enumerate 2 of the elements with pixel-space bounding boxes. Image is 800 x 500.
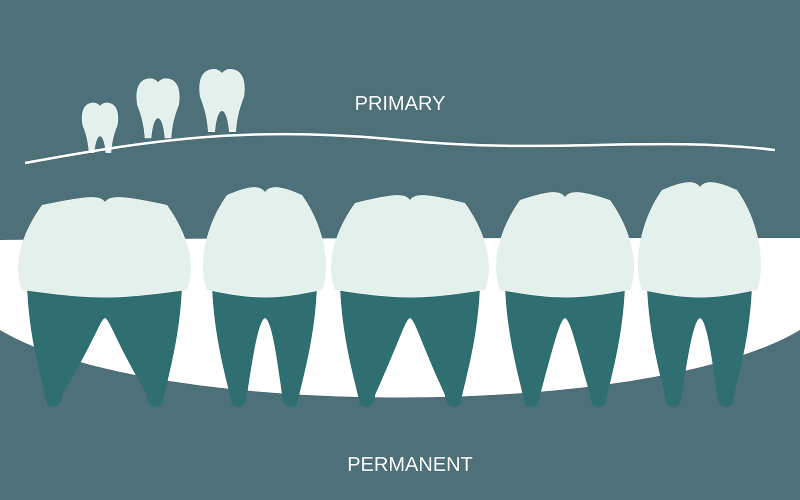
label-text: PERMANENT <box>348 457 472 471</box>
label-text: PRIMARY <box>356 96 445 110</box>
